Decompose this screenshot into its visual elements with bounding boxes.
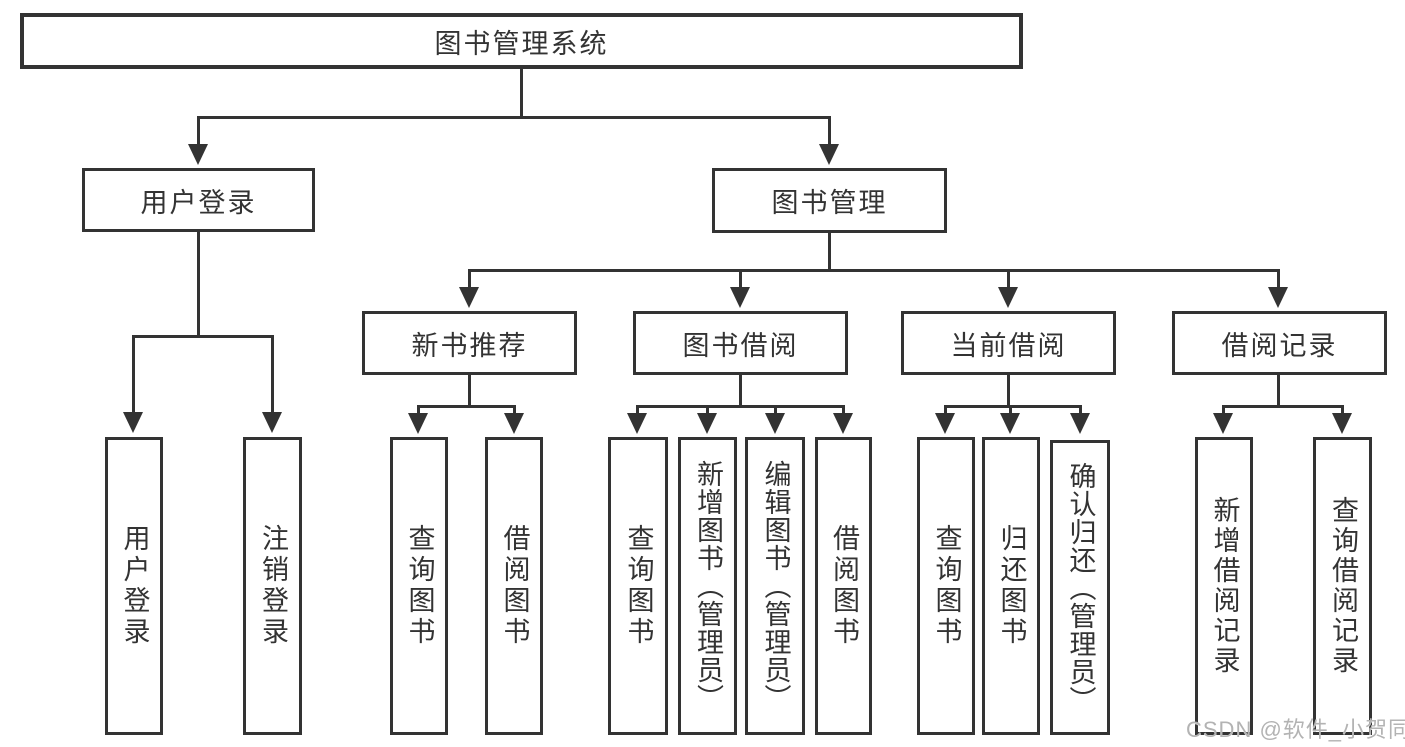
- arrow-down-icon: [262, 412, 282, 433]
- leaf-borrow-books-recommend: 借阅图书: [485, 437, 543, 735]
- connector-user-login-stem: [197, 232, 200, 338]
- connector-cur-borrow-bar: [944, 405, 1082, 408]
- connector-user-login-bar: [132, 335, 274, 338]
- leaf-edit-book-admin: 编辑图书（管理员）: [745, 437, 805, 735]
- arrow-down-icon: [459, 287, 479, 308]
- node-new-book-recommendation: 新书推荐: [362, 311, 577, 375]
- connector-borrow-rec-stem: [1277, 375, 1280, 408]
- arrow-down-icon: [819, 144, 839, 165]
- connector-book-mgmt-stem: [828, 233, 831, 272]
- leaf-query-books-recommend: 查询图书: [390, 437, 448, 735]
- connector-drop-cur-borrow: [1007, 269, 1010, 288]
- leaf-query-borrow-record: 查询借阅记录: [1313, 437, 1372, 735]
- leaf-user-login: 用户登录: [105, 437, 163, 735]
- connector-borrow-rec-bar: [1222, 405, 1344, 408]
- connector-drop-borrow-2: [842, 405, 845, 414]
- node-library-management-system: 图书管理系统: [20, 13, 1023, 69]
- arrow-down-icon: [1332, 413, 1352, 434]
- connector-drop-borrow-1: [513, 405, 516, 414]
- connector-drop-user-login: [197, 116, 200, 145]
- arrow-down-icon: [504, 413, 524, 434]
- csdn-watermark: CSDN @软件_小贺同学: [1186, 717, 1405, 742]
- connector-drop-leaf-user-login: [132, 335, 135, 413]
- connector-book-mgmt-bar: [468, 269, 1280, 272]
- connector-drop-leaf-logout: [271, 335, 274, 413]
- connector-drop-query-2: [636, 405, 639, 414]
- arrow-down-icon: [1268, 287, 1288, 308]
- arrow-down-icon: [627, 413, 647, 434]
- connector-root-stem: [520, 69, 523, 117]
- leaf-return-books: 归还图书: [982, 437, 1040, 735]
- connector-cur-borrow-stem: [1007, 375, 1010, 408]
- leaf-add-borrow-record: 新增借阅记录: [1195, 437, 1253, 735]
- leaf-borrow-books-borrowing: 借阅图书: [815, 437, 872, 735]
- leaf-query-books-borrowing: 查询图书: [608, 437, 668, 735]
- arrow-down-icon: [123, 412, 143, 433]
- connector-new-rec-bar: [417, 405, 516, 408]
- arrow-down-icon: [1070, 413, 1090, 434]
- connector-drop-confirm: [1079, 405, 1082, 414]
- arrow-down-icon: [408, 413, 428, 434]
- connector-drop-book-mgmt: [828, 116, 831, 145]
- connector-drop-book-borrow: [739, 269, 742, 288]
- arrow-down-icon: [833, 413, 853, 434]
- connector-drop-borrow-rec: [1277, 269, 1280, 288]
- node-borrowing-records: 借阅记录: [1172, 311, 1387, 375]
- arrow-down-icon: [765, 413, 785, 434]
- connector-book-borrow-stem: [739, 375, 742, 408]
- node-book-borrowing: 图书借阅: [633, 311, 848, 375]
- connector-drop-add-record: [1222, 405, 1225, 414]
- connector-drop-query-1: [417, 405, 420, 414]
- arrow-down-icon: [935, 413, 955, 434]
- leaf-confirm-return-admin: 确认归还（管理员）: [1050, 440, 1110, 735]
- arrow-down-icon: [697, 413, 717, 434]
- arrow-down-icon: [730, 287, 750, 308]
- connector-drop-new-rec: [468, 269, 471, 288]
- connector-drop-query-record: [1341, 405, 1344, 414]
- arrow-down-icon: [188, 144, 208, 165]
- node-user-login: 用户登录: [82, 168, 315, 232]
- leaf-add-book-admin: 新增图书（管理员）: [678, 437, 737, 735]
- connector-book-borrow-bar: [636, 405, 845, 408]
- arrow-down-icon: [1213, 413, 1233, 434]
- connector-new-rec-stem: [468, 375, 471, 408]
- arrow-down-icon: [1000, 413, 1020, 434]
- connector-drop-edit-book: [774, 405, 777, 414]
- connector-drop-add-book: [706, 405, 709, 414]
- connector-drop-return: [1009, 405, 1012, 414]
- connector-root-bar: [197, 116, 831, 119]
- leaf-logout: 注销登录: [243, 437, 302, 735]
- node-book-management: 图书管理: [712, 168, 947, 233]
- arrow-down-icon: [998, 287, 1018, 308]
- connector-drop-query-3: [944, 405, 947, 414]
- leaf-query-books-current: 查询图书: [917, 437, 975, 735]
- node-current-borrowing: 当前借阅: [901, 311, 1116, 375]
